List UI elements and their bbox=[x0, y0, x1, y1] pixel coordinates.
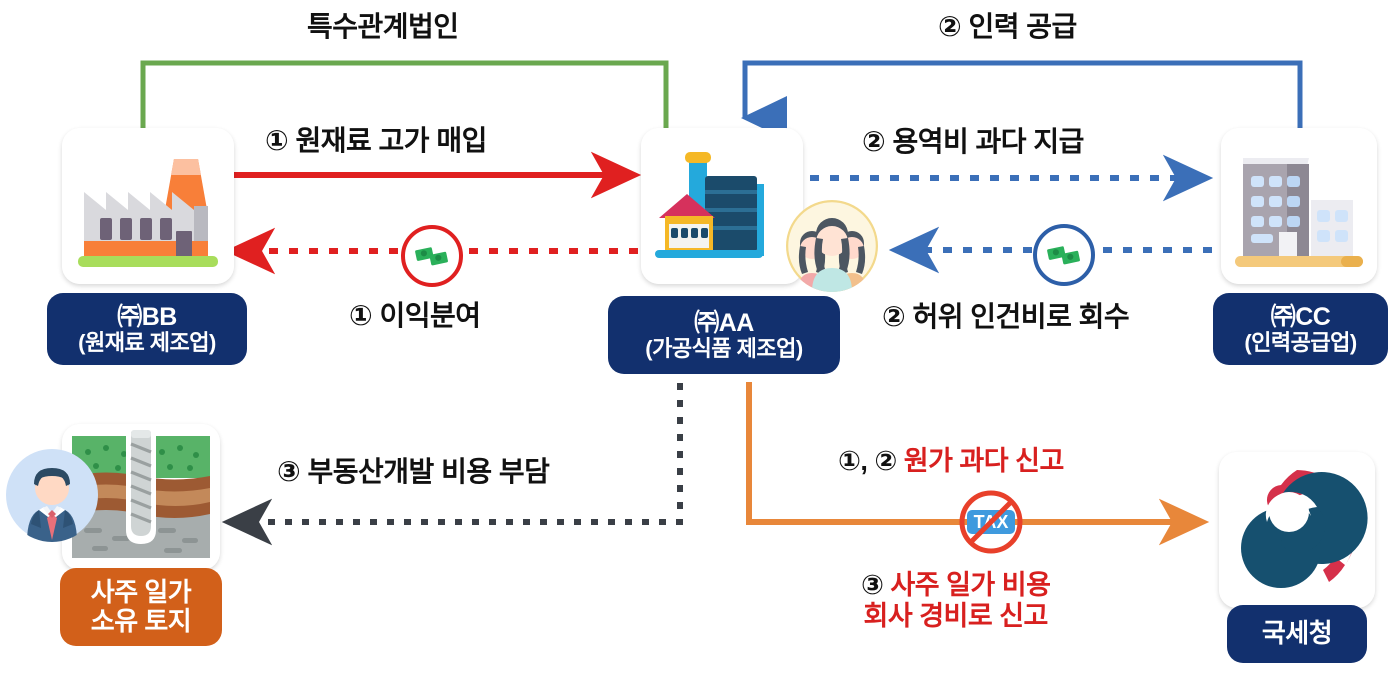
node-bb-name: ㈜BB bbox=[117, 302, 177, 331]
edge-label-owner-expense: ③ 사주 일가 비용 회사 경비로 신고 bbox=[861, 570, 1051, 632]
node-bb-icon-box[interactable] bbox=[62, 128, 234, 284]
node-cc-label[interactable]: ㈜CC (인력공급업) bbox=[1213, 293, 1388, 365]
food-factory-icon bbox=[641, 128, 803, 284]
edge-label-service-fee: ② 용역비 과다 지급 bbox=[862, 126, 1084, 157]
cost-overreport-number: ①, ② bbox=[838, 446, 897, 476]
edge-label-raw-material: ① 원재료 고가 매입 bbox=[265, 125, 487, 156]
node-cc-name: ㈜CC bbox=[1270, 302, 1331, 331]
node-aa-sub: (가공식품 제조업) bbox=[645, 335, 803, 361]
node-nts-label[interactable]: 국세청 bbox=[1227, 605, 1367, 663]
korea-government-taegeuk-icon bbox=[1219, 452, 1375, 608]
node-aa-name: ㈜AA bbox=[694, 308, 754, 337]
edge-label-special-relation: 특수관계법인 bbox=[307, 11, 459, 42]
factory-icon bbox=[62, 128, 234, 284]
businessman-avatar-icon bbox=[5, 448, 99, 542]
owner-expense-number: ③ bbox=[861, 570, 884, 600]
edge-label-profit-sharing: ① 이익분여 bbox=[349, 300, 481, 331]
money-icon bbox=[415, 247, 448, 266]
node-land-icon-box[interactable] bbox=[62, 424, 220, 570]
node-cc-icon-box[interactable] bbox=[1221, 128, 1377, 284]
money-badge-blue bbox=[1033, 224, 1095, 286]
owner-expense-line1: 사주 일가 비용 bbox=[890, 570, 1051, 600]
node-bb-sub: (원재료 제조업) bbox=[78, 329, 216, 355]
node-nts-name: 국세청 bbox=[1261, 618, 1333, 649]
edge-manpower-supply-line bbox=[740, 60, 1303, 175]
node-cc-sub: (인력공급업) bbox=[1244, 329, 1357, 355]
money-badge-red bbox=[401, 225, 463, 287]
node-land-line2: 소유 토지 bbox=[90, 606, 192, 636]
node-land-label[interactable]: 사주 일가 소유 토지 bbox=[60, 568, 222, 646]
tax-blocked-badge: TAX bbox=[955, 486, 1027, 558]
land-drill-icon bbox=[62, 424, 220, 570]
edge-special-relation-line bbox=[140, 60, 669, 132]
node-land-line1: 사주 일가 bbox=[90, 576, 192, 607]
owner-expense-line2: 회사 경비로 신고 bbox=[863, 601, 1049, 632]
node-nts-icon-box[interactable] bbox=[1219, 452, 1375, 608]
edge-label-manpower-supply: ② 인력 공급 bbox=[938, 11, 1077, 42]
edge-realestate-cost-line bbox=[221, 383, 683, 546]
owner-expense-row1: ③ 사주 일가 비용 bbox=[861, 570, 1051, 601]
edge-label-realestate-cost: ③ 부동산개발 비용 부담 bbox=[277, 456, 550, 487]
node-bb-label[interactable]: ㈜BB (원재료 제조업) bbox=[47, 293, 247, 365]
money-icon bbox=[1047, 246, 1080, 265]
edge-label-cost-overreport: ①, ② 원가 과다 신고 bbox=[838, 446, 1064, 477]
node-aa-icon-box[interactable] bbox=[641, 128, 803, 284]
people-group-icon bbox=[786, 200, 878, 292]
office-building-icon bbox=[1221, 128, 1377, 284]
edge-label-false-labor: ② 허위 인건비로 회수 bbox=[882, 301, 1130, 332]
node-aa-label[interactable]: ㈜AA (가공식품 제조업) bbox=[608, 296, 840, 374]
cost-overreport-text: 원가 과다 신고 bbox=[903, 446, 1065, 476]
